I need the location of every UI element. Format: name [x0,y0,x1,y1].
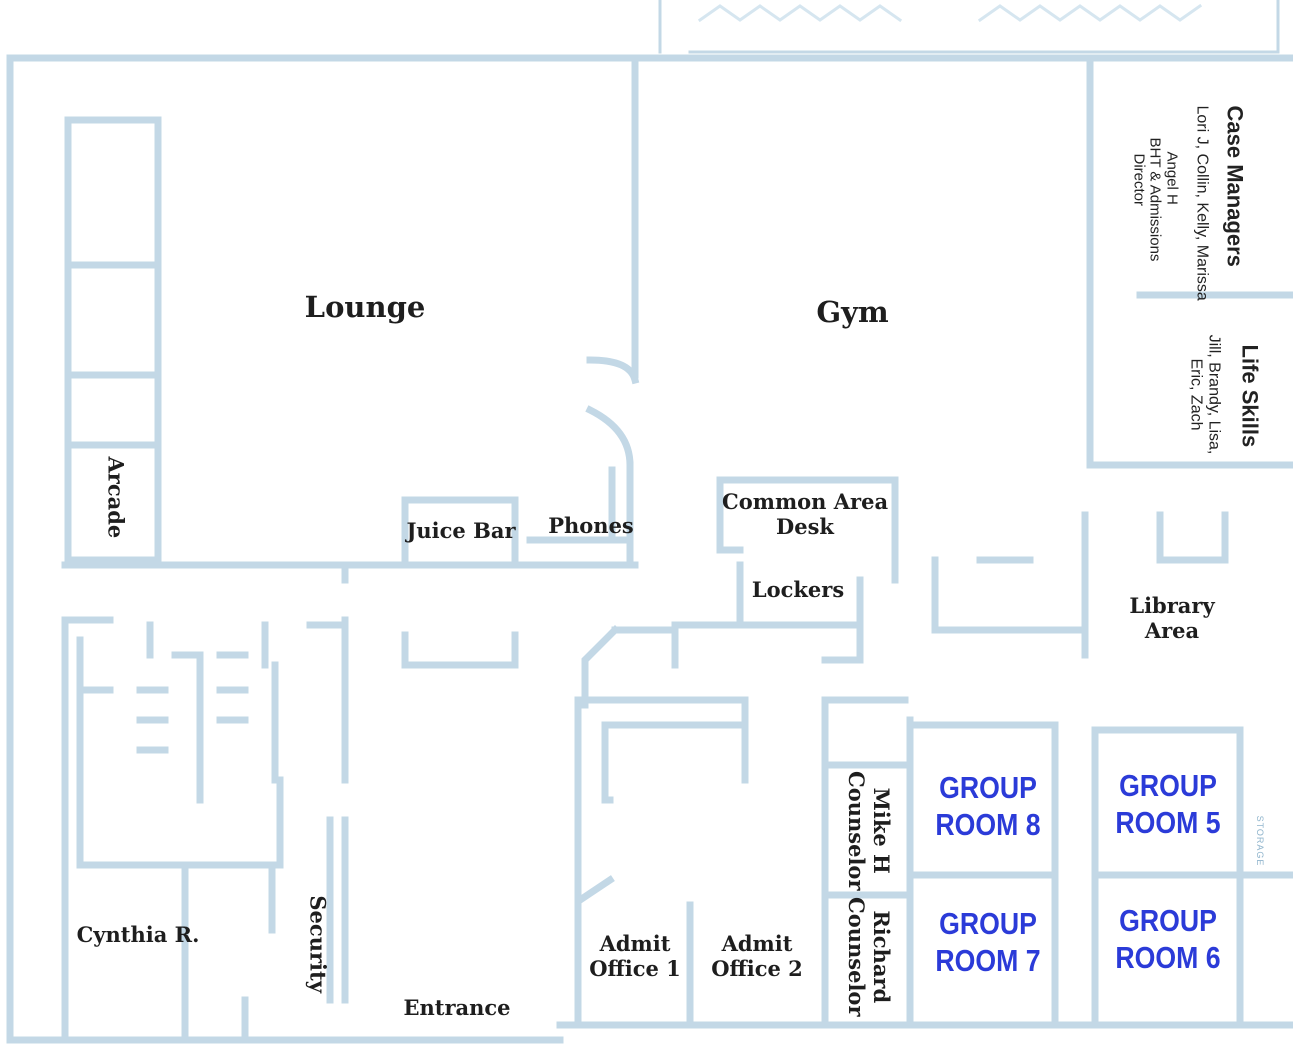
restroom-walls [61,616,349,1044]
admit-office-1-label: Admit Office 1 [589,931,681,981]
security-walls [268,816,349,1004]
lounge-walls [256,54,640,569]
common-area-desk-label: Common Area Desk [722,489,889,539]
case-managers-names: Lori J, Collin, Kelly, Marissa [1193,105,1211,301]
lounge-label: Lounge [304,290,426,324]
angel-h-info: Angel H BHT & Admissions Director [1130,137,1181,262]
life-skills-title: Life Skills [1237,344,1263,448]
admit-office-2-label: Admit Office 2 [711,931,803,981]
life-skills-panel: Life Skills Jill, Brandy, Lisa, Eric, Za… [1158,325,1263,465]
landscape-strip [658,0,1280,54]
corridor-walls [61,561,749,1029]
case-manager-walls [1086,54,1293,469]
security-label: Security [305,895,331,993]
life-skills-names: Jill, Brandy, Lisa, Eric, Zach [1187,334,1223,455]
case-managers-title: Case Managers [1222,105,1248,267]
library-area-label: Library Area [1129,593,1215,643]
richard-counselor-label: Richard Counselor [844,897,894,1017]
phones-label: Phones [548,513,634,538]
lockers-label: Lockers [751,577,845,602]
storage-label: STORAGE [1255,815,1265,867]
library-walls [931,511,1229,659]
exterior-walls [6,54,1293,1044]
mike-h-counselor-label: Mike H Counselor [844,771,894,891]
arcade-label: Arcade [103,456,129,539]
group-room-8-label: GROUP ROOM 8 [935,770,1041,843]
group-room-7-label: GROUP ROOM 7 [935,906,1041,979]
case-managers-panel: Case Managers Lori J, Collin, Kelly, Mar… [1093,106,1248,336]
juice-bar-label: Juice Bar [406,518,516,543]
cynthia-office-label: Cynthia R. [76,922,200,947]
entrance-label: Entrance [403,995,511,1020]
group-room-6-label: GROUP ROOM 6 [1115,903,1221,976]
gym-label: Gym [816,295,889,329]
group-room-5-label: GROUP ROOM 5 [1115,768,1221,841]
group-room-walls [821,696,1293,1029]
desk-walls [671,476,899,664]
arcade-walls [64,116,162,564]
shrubs [697,3,1203,23]
